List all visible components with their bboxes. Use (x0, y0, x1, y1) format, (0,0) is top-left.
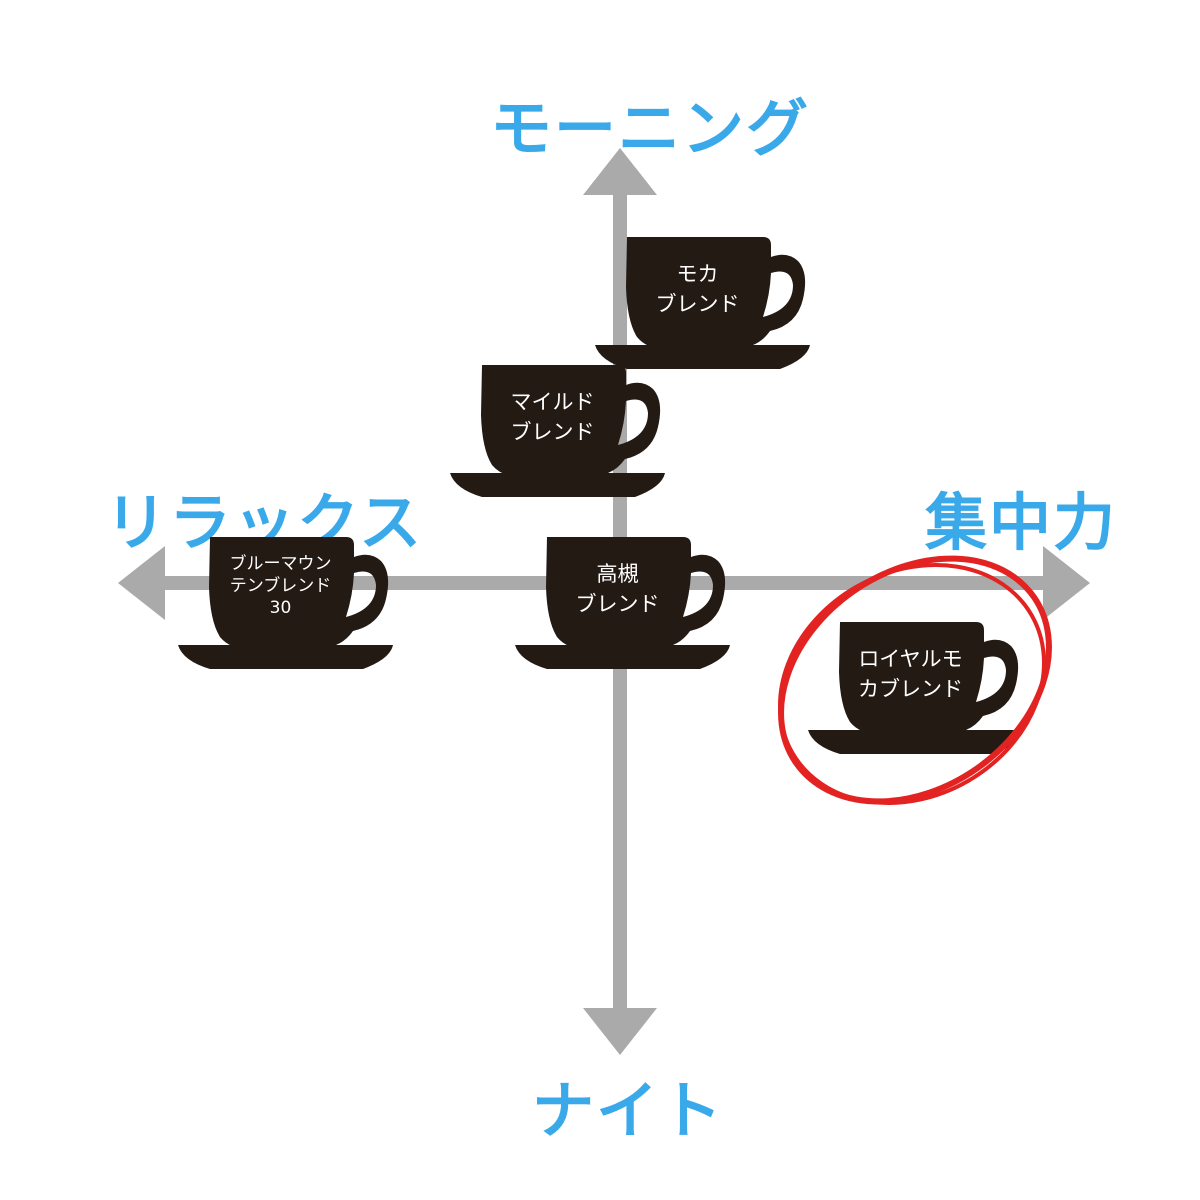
axis-label-right: 集中力 (925, 486, 1118, 559)
arrow-up-icon (583, 148, 657, 195)
cup-label: 高槻ブレンド (535, 559, 700, 619)
saucer-icon (808, 730, 1023, 754)
arrow-right-icon (1043, 546, 1090, 620)
cup-label: ロイヤルモカブレンド (828, 644, 993, 704)
saucer-icon (515, 645, 730, 669)
cup-label-line: ブレンド (575, 592, 660, 616)
cup-moka: モカブレンド (595, 237, 810, 372)
cup-icon (595, 237, 810, 369)
cup-takatsuki: 高槻ブレンド (515, 537, 730, 672)
cup-label-line: モカ (676, 262, 719, 286)
cup-label-line: 高槻 (596, 562, 639, 586)
cup-label-line: カブレンド (858, 677, 963, 701)
cup-mild: マイルドブレンド (450, 365, 665, 500)
saucer-icon (595, 345, 810, 369)
cup-label-line: 30 (269, 598, 292, 618)
axis-label-top: モーニング (490, 92, 811, 165)
cup-label-line: ブレンド (510, 420, 595, 444)
cup-label-line: ロイヤルモ (858, 647, 963, 671)
cup-icon (515, 537, 730, 669)
cup-icon (450, 365, 665, 497)
cup-label-line: ブレンド (655, 292, 740, 316)
axis-label-bottom: ナイト (532, 1074, 725, 1147)
cup-label-line: ブルーマウン (229, 554, 332, 574)
saucer-icon (450, 473, 665, 497)
saucer-icon (178, 645, 393, 669)
cup-label-line: マイルド (510, 390, 595, 414)
cup-royal-moka: ロイヤルモカブレンド (808, 622, 1023, 757)
cup-label-line: テンブレンド (229, 576, 332, 596)
arrow-left-icon (118, 546, 165, 620)
arrow-down-icon (583, 1008, 657, 1055)
cup-label: モカブレンド (615, 259, 780, 319)
cup-label: マイルドブレンド (470, 387, 635, 447)
cup-icon (178, 537, 393, 669)
